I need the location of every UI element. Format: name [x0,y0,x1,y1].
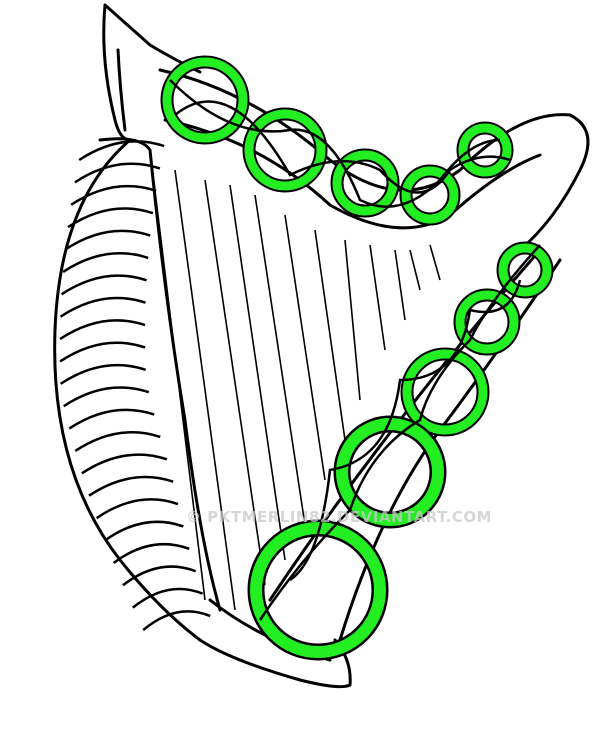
rope-twist [64,229,151,251]
harp-string [174,169,236,611]
rope-twist [70,184,157,206]
rope-twist [60,274,147,296]
rope-twist [122,565,197,587]
harp-strings [149,149,441,611]
rope-twist [68,408,155,430]
rope-twist [63,386,150,408]
green-ring [402,349,488,435]
rope-twist [62,252,149,273]
rope-twist [95,498,179,520]
rope-twist [78,140,165,162]
harp-string [409,249,421,291]
knot-interlace [169,79,541,621]
rope-twist [81,453,168,475]
green-ring [458,123,512,177]
harp-string [204,179,266,586]
rope-twist [67,207,154,229]
rope-twist [59,341,146,363]
green-ring [455,290,519,354]
green-ring [336,418,444,526]
rope-twist [74,431,161,452]
harp-string [369,244,386,351]
green-ring [250,522,386,658]
green-ring [162,57,248,143]
rope-twist [59,319,146,341]
celtic-knot-rings [160,55,554,661]
harp-string [429,244,441,281]
rope-twist [104,520,184,542]
rope-twists [59,140,211,631]
green-ring [401,166,459,224]
green-ring [244,109,326,191]
green-ring [498,243,552,297]
rope-twist [60,363,147,385]
rope-twist [132,587,204,609]
rope-twist [59,296,146,318]
rope-twist [142,610,211,631]
rope-twist [74,162,161,184]
harp-string [344,239,361,401]
harp-string [284,214,326,481]
harp-string [149,149,206,601]
harp-string [314,229,346,441]
watermark: © PKTMERLIN82.DEVIANTART.COM [186,508,493,526]
rope-twist [112,542,190,564]
harp-string [229,184,286,561]
harp-string [254,194,306,526]
harp-string [394,249,406,321]
rope-twist [88,475,174,497]
